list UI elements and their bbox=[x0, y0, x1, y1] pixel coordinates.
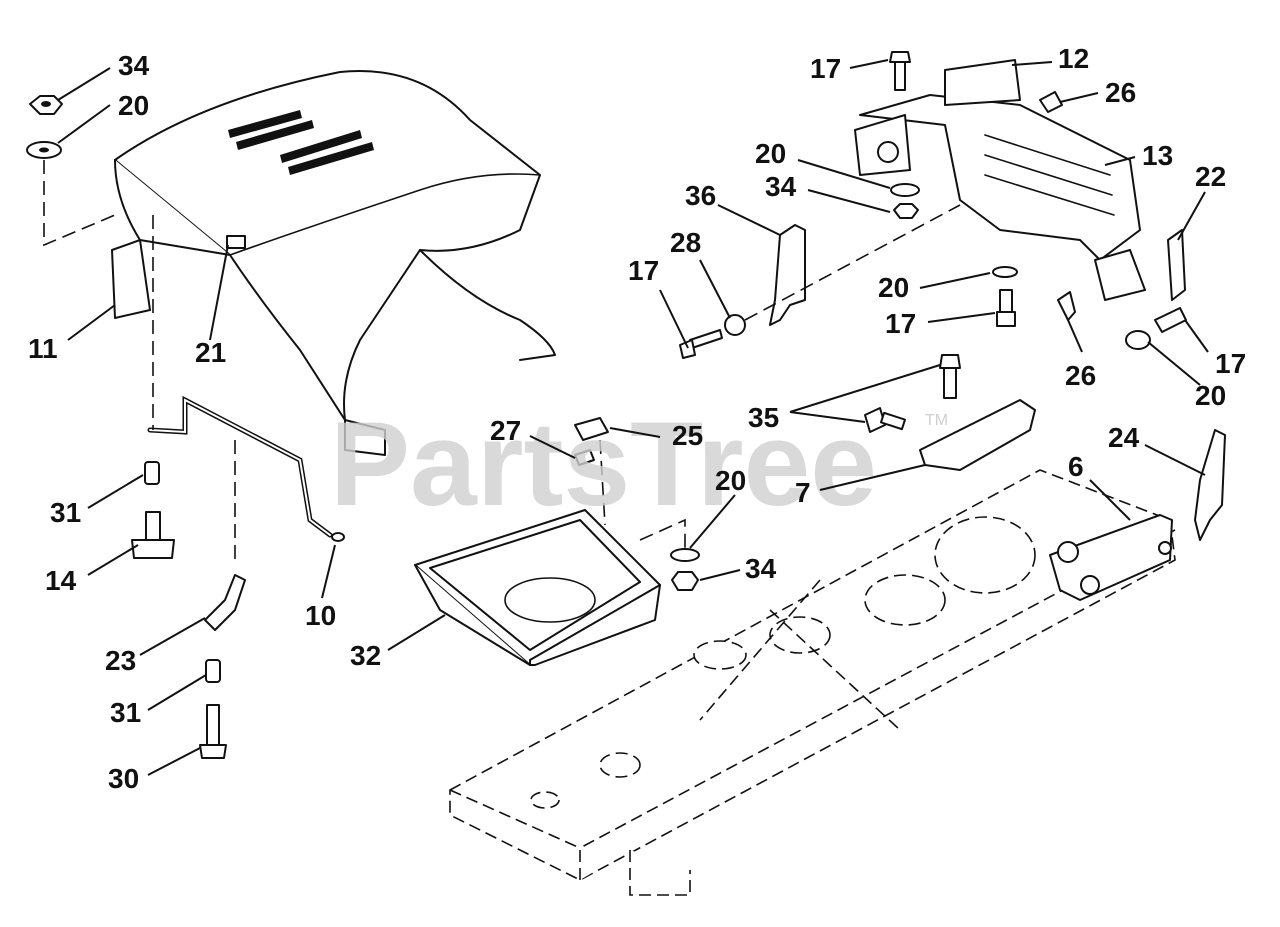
bracket-7 bbox=[919, 399, 1036, 471]
callout-27: 27 bbox=[490, 415, 521, 446]
bolt-35-vertical bbox=[939, 354, 961, 399]
bracket-6 bbox=[1049, 514, 1173, 601]
callout-32: 32 bbox=[350, 640, 381, 671]
nut-34-tray bbox=[671, 571, 699, 591]
callout-17: 17 bbox=[885, 308, 916, 339]
callout-31: 31 bbox=[110, 697, 141, 728]
callout-28: 28 bbox=[670, 227, 701, 258]
bolt-17-left bbox=[679, 329, 723, 359]
callout-26: 26 bbox=[1105, 77, 1136, 108]
grille-13 bbox=[854, 59, 1146, 301]
callout-30: 30 bbox=[108, 763, 139, 794]
washer-20-top-left bbox=[26, 141, 62, 159]
washer-20-right bbox=[992, 266, 1018, 278]
clip-26-lower bbox=[1057, 291, 1076, 321]
bolt-17-far-right bbox=[1154, 307, 1187, 333]
callout-12: 12 bbox=[1058, 43, 1089, 74]
lockwasher-28 bbox=[724, 314, 746, 336]
callout-34: 34 bbox=[765, 171, 797, 202]
callout-34: 34 bbox=[745, 553, 777, 584]
callout-7: 7 bbox=[795, 477, 811, 508]
bolt-17-right-mid bbox=[996, 289, 1016, 327]
spacer-31-lower bbox=[205, 659, 221, 683]
callout-6: 6 bbox=[1068, 451, 1084, 482]
callout-17: 17 bbox=[628, 255, 659, 286]
tray-32 bbox=[414, 509, 661, 666]
callout-13: 13 bbox=[1142, 140, 1173, 171]
callout-20: 20 bbox=[878, 272, 909, 303]
callout-22: 22 bbox=[1195, 161, 1226, 192]
washer-20-far-right bbox=[1125, 330, 1151, 350]
bracket-22 bbox=[1167, 229, 1186, 301]
grille-12 bbox=[944, 59, 1021, 106]
bolt-35-horizontal bbox=[864, 407, 907, 433]
rod-10 bbox=[147, 395, 345, 542]
callout-26: 26 bbox=[1065, 360, 1096, 391]
washer-20-tray bbox=[670, 548, 700, 562]
callout-labels: 34 20 11 21 31 14 10 23 31 30 17 12 26 1… bbox=[28, 43, 1246, 794]
bolt-14 bbox=[131, 511, 175, 559]
callout-10: 10 bbox=[305, 600, 336, 631]
callout-14: 14 bbox=[45, 565, 77, 596]
callout-34: 34 bbox=[118, 50, 150, 81]
callout-31: 31 bbox=[50, 497, 81, 528]
spacer-31-upper bbox=[144, 461, 160, 485]
hood-vents bbox=[228, 110, 374, 175]
callout-20: 20 bbox=[715, 465, 746, 496]
bracket-36 bbox=[769, 224, 806, 326]
bracket-23 bbox=[204, 574, 246, 631]
callout-17: 17 bbox=[810, 53, 841, 84]
callout-17: 17 bbox=[1215, 348, 1246, 379]
nut-34-top-left bbox=[29, 95, 63, 115]
callout-36: 36 bbox=[685, 180, 716, 211]
bolt-17-top bbox=[889, 51, 911, 91]
callout-20: 20 bbox=[1195, 380, 1226, 411]
leader-lines bbox=[57, 59, 1209, 776]
nut-34-grille bbox=[893, 203, 919, 219]
callout-20: 20 bbox=[755, 138, 786, 169]
callout-25: 25 bbox=[672, 420, 703, 451]
callout-11: 11 bbox=[28, 333, 58, 364]
hood bbox=[111, 70, 556, 456]
bolt-30 bbox=[199, 704, 227, 759]
plate-25 bbox=[574, 417, 609, 441]
callout-20: 20 bbox=[118, 90, 149, 121]
callout-23: 23 bbox=[105, 645, 136, 676]
clip-27 bbox=[574, 449, 595, 466]
chassis-frame bbox=[449, 469, 1176, 896]
washer-20-grille bbox=[890, 183, 920, 197]
clip-26-top bbox=[1039, 91, 1063, 113]
watermark-trademark: TM bbox=[925, 412, 948, 429]
callout-21: 21 bbox=[195, 337, 226, 368]
watermark-text: PartsTree bbox=[330, 397, 877, 531]
bracket-24 bbox=[1194, 429, 1226, 541]
callout-24: 24 bbox=[1108, 422, 1140, 453]
callout-35: 35 bbox=[748, 402, 779, 433]
